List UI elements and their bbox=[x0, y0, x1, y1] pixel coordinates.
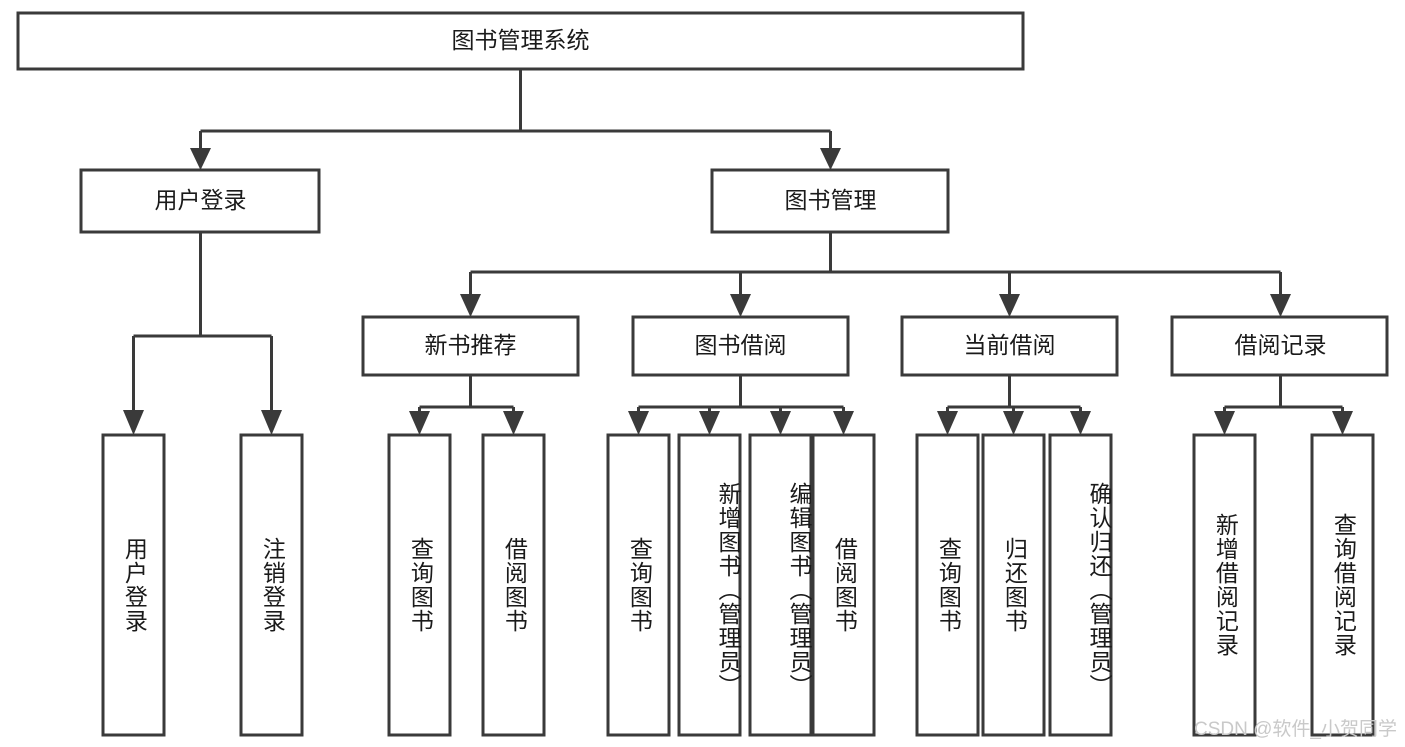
connector-group-newbook-children bbox=[409, 375, 524, 435]
arrow-head-leaf-add-borrow-record bbox=[1214, 411, 1235, 435]
node-borrow-record[interactable]: 借阅记录 bbox=[1170, 315, 1389, 377]
leaf-edit-book-rect[interactable] bbox=[748, 433, 813, 737]
node-root-label: 图书管理系统 bbox=[452, 27, 590, 53]
leaf-logout-label: 注销登录 bbox=[259, 537, 286, 633]
leaf-logout-rect[interactable] bbox=[239, 433, 304, 737]
node-borrow-record-label: 借阅记录 bbox=[1235, 332, 1327, 358]
arrow-head-book-management bbox=[820, 148, 841, 170]
leaf-user-login-rect[interactable] bbox=[101, 433, 166, 737]
node-book-management-rect[interactable] bbox=[710, 168, 950, 234]
leaf-return-book-label: 归还图书 bbox=[1001, 537, 1028, 633]
leaf-borrow-book-rect[interactable] bbox=[811, 433, 876, 737]
leaf-user-login-label: 用户登录 bbox=[121, 537, 148, 633]
node-book-management[interactable]: 图书管理 bbox=[710, 168, 950, 234]
leaf-confirm-return-label: 确认归还（管理员） bbox=[1086, 482, 1112, 698]
arrow-head-leaf-return-book bbox=[1003, 411, 1024, 435]
node-book-borrow[interactable]: 图书借阅 bbox=[631, 315, 850, 377]
connector-group-root-to-level2 bbox=[190, 69, 841, 170]
node-user-login-label: 用户登录 bbox=[155, 187, 247, 213]
leaf-borrow-book-recommend-label: 借阅图书 bbox=[501, 537, 528, 633]
arrow-head-current-borrow bbox=[999, 294, 1020, 317]
arrow-head-book-borrow bbox=[730, 294, 751, 317]
arrow-head-leaf-confirm-return bbox=[1070, 411, 1091, 435]
leaf-query-borrow-record-rect[interactable] bbox=[1310, 433, 1375, 737]
csdn-watermark: CSDN @软件_小贺同学 bbox=[1194, 719, 1397, 740]
node-borrow-record-rect[interactable] bbox=[1170, 315, 1389, 377]
leaf-rect-group bbox=[101, 433, 1375, 737]
node-user-login[interactable]: 用户登录 bbox=[79, 168, 321, 234]
node-root[interactable]: 图书管理系统 bbox=[16, 11, 1025, 71]
leaf-borrow-book-label: 借阅图书 bbox=[831, 537, 858, 633]
connector-group-borrowrecord-children bbox=[1214, 375, 1353, 435]
connector-group-bookmgmt-to-level3 bbox=[460, 232, 1291, 317]
leaf-return-book-rect[interactable] bbox=[981, 433, 1046, 737]
arrow-head-leaf-user-login bbox=[123, 410, 144, 435]
arrow-head-leaf-query-book-recommend bbox=[409, 411, 430, 435]
leaf-query-book-current-rect[interactable] bbox=[915, 433, 980, 737]
node-book-management-label: 图书管理 bbox=[785, 187, 877, 213]
node-new-book-recommend[interactable]: 新书推荐 bbox=[361, 315, 580, 377]
arrow-head-new-book bbox=[460, 294, 481, 317]
arrow-head-borrow-record bbox=[1270, 294, 1291, 317]
leaf-add-borrow-record-label: 新增借阅记录 bbox=[1212, 513, 1239, 657]
node-current-borrow[interactable]: 当前借阅 bbox=[900, 315, 1119, 377]
node-book-borrow-label: 图书借阅 bbox=[695, 332, 787, 358]
leaf-query-book-recommend-label: 查询图书 bbox=[407, 537, 434, 633]
connector-group-currentborrow-children bbox=[937, 375, 1091, 435]
arrow-head-leaf-logout bbox=[261, 410, 282, 435]
leaf-query-book-borrow-rect[interactable] bbox=[606, 433, 671, 737]
node-current-borrow-rect[interactable] bbox=[900, 315, 1119, 377]
arrow-head-leaf-edit-book bbox=[770, 411, 791, 435]
leaf-borrow-book-recommend-rect[interactable] bbox=[481, 433, 546, 737]
leaf-add-book-label: 新增图书（管理员） bbox=[715, 482, 741, 698]
node-root-rect[interactable] bbox=[16, 11, 1025, 71]
arrow-head-leaf-query-book-borrow bbox=[628, 411, 649, 435]
connector-group-bookborrow-children bbox=[628, 375, 854, 435]
node-user-login-rect[interactable] bbox=[79, 168, 321, 234]
leaf-query-book-current-label: 查询图书 bbox=[935, 537, 962, 633]
leaf-add-book-rect[interactable] bbox=[677, 433, 742, 737]
arrow-head-user-login bbox=[190, 148, 211, 170]
node-current-borrow-label: 当前借阅 bbox=[964, 332, 1056, 358]
node-new-book-recommend-rect[interactable] bbox=[361, 315, 580, 377]
leaf-query-borrow-record-label: 查询借阅记录 bbox=[1330, 513, 1357, 657]
arrow-head-leaf-query-borrow-record bbox=[1332, 411, 1353, 435]
arrow-head-leaf-borrow-book bbox=[833, 411, 854, 435]
arrow-head-leaf-add-book bbox=[699, 411, 720, 435]
leaf-query-book-recommend-rect[interactable] bbox=[387, 433, 452, 737]
leaf-edit-book-label: 编辑图书（管理员） bbox=[786, 482, 812, 698]
node-new-book-recommend-label: 新书推荐 bbox=[425, 332, 517, 358]
arrow-head-leaf-query-book-current bbox=[937, 411, 958, 435]
leaf-add-borrow-record-rect[interactable] bbox=[1192, 433, 1257, 737]
leaf-confirm-return-rect[interactable] bbox=[1048, 433, 1113, 737]
node-book-borrow-rect[interactable] bbox=[631, 315, 850, 377]
arrow-head-leaf-borrow-book-recommend bbox=[503, 411, 524, 435]
connector-group-userlogin-children bbox=[123, 232, 282, 435]
leaf-query-book-borrow-label: 查询图书 bbox=[626, 537, 653, 633]
